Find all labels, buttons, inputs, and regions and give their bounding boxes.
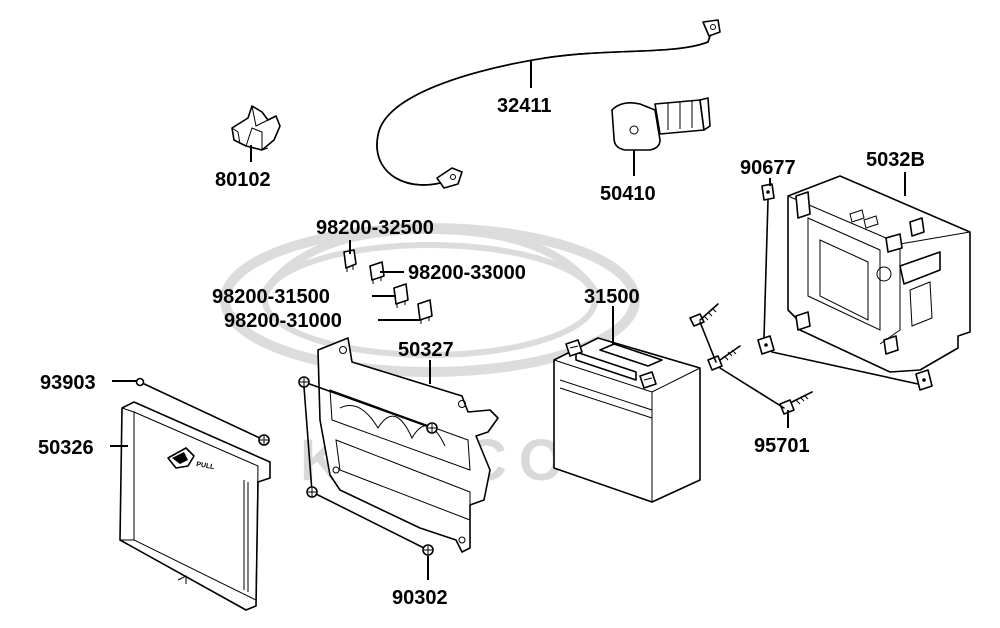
battery-cover-part: PULL: [119, 401, 271, 611]
terminal-bracket-part: [611, 97, 711, 151]
clip-part: [231, 105, 281, 151]
label-95701: 95701: [754, 435, 810, 457]
label-98200-32500: 98200-32500: [316, 217, 434, 239]
label-31500: 31500: [584, 286, 640, 308]
part-labels: 32411 80102 50410 90677 5032B 98200-3250…: [38, 95, 925, 609]
label-98200-31500: 98200-31500: [212, 286, 330, 308]
label-98200-31000: 98200-31000: [224, 310, 342, 332]
screw-90302-upper-part: [298, 376, 438, 493]
label-90302: 90302: [392, 587, 448, 609]
nut-90677-upper-part: [761, 183, 775, 201]
cover-embossed-text: PULL: [196, 461, 216, 471]
battery-box-part: [787, 175, 971, 373]
label-32411: 32411: [497, 95, 552, 117]
label-98200-33000: 98200-33000: [408, 262, 526, 284]
nut-90677-lower-part: [915, 369, 933, 391]
fuse-33000-part: [369, 261, 385, 284]
battery-part: [553, 337, 701, 503]
label-50326: 50326: [38, 437, 94, 459]
battery-holder-bracket-part: [317, 337, 499, 553]
battery-cable-part: [376, 19, 721, 189]
bolt-95701-upper-part: [689, 303, 719, 327]
bolt-95701-lower-part: [779, 391, 813, 415]
leader-lines: [110, 60, 906, 580]
label-93903: 93903: [40, 372, 96, 394]
label-50410: 50410: [600, 183, 656, 205]
fuse-31000-part: [417, 299, 433, 324]
label-90677: 90677: [740, 157, 796, 179]
fuse-31500-part: [393, 283, 409, 308]
nut-90677-middle-part: [757, 335, 775, 355]
screw-93903-part: [135, 377, 270, 446]
label-50327: 50327: [398, 339, 454, 361]
label-80102: 80102: [215, 169, 271, 191]
fuse-32500-part: [343, 249, 357, 272]
label-5032B: 5032B: [866, 149, 925, 171]
bolt-95701-middle-part: [707, 345, 741, 371]
screw-90302-lower-part: [306, 486, 434, 556]
